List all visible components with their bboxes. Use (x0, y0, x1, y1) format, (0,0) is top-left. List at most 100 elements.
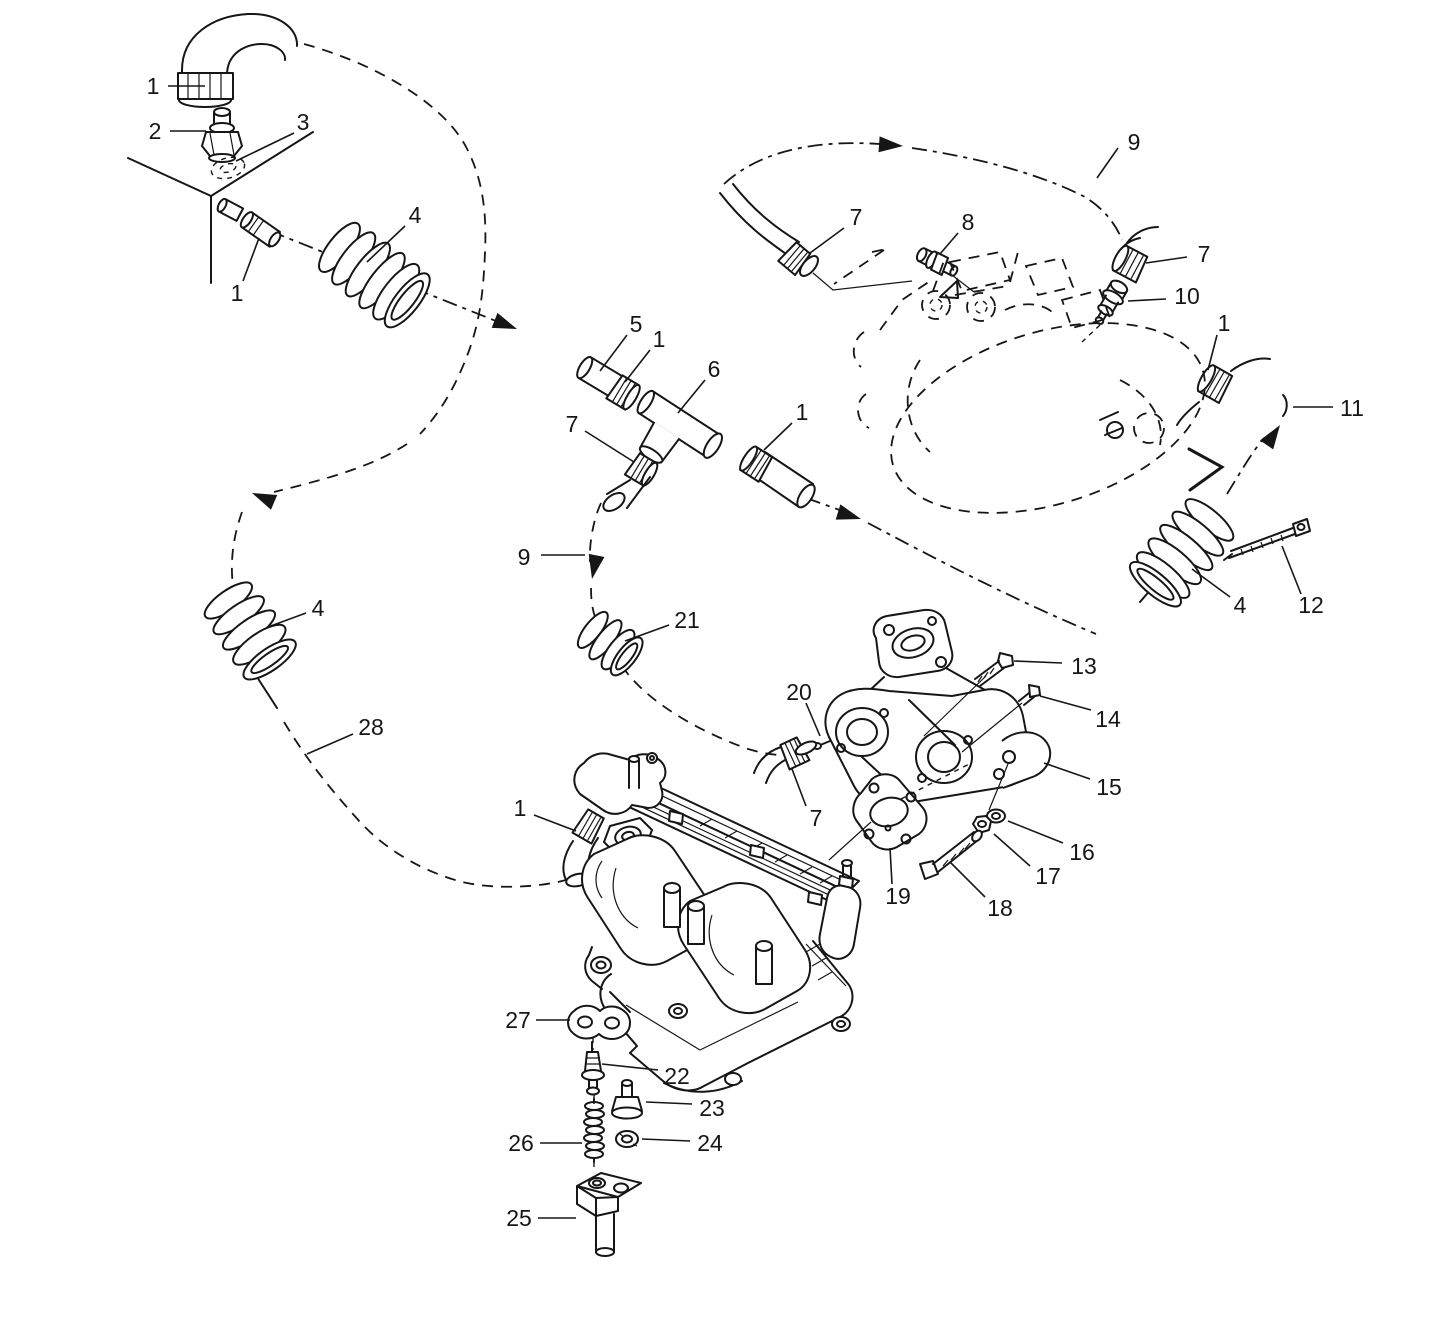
corrugated-fitting-21 (576, 610, 644, 677)
callout-label: 8 (962, 209, 975, 235)
callout-label: 16 (1069, 839, 1095, 865)
fitting-7-right (1111, 244, 1149, 284)
callout-label: 5 (630, 311, 643, 337)
callout-leader (641, 1138, 691, 1142)
callout-leader (267, 612, 307, 628)
callout-leader (306, 733, 354, 755)
hose-clamp (623, 452, 659, 487)
flow-arrow (588, 553, 605, 579)
small-spacer (216, 197, 245, 222)
callout-label: 12 (1298, 592, 1324, 618)
flow-arrow (878, 136, 903, 153)
fitting-25 (576, 1172, 642, 1257)
callout-label: 24 (697, 1130, 723, 1156)
valve-23 (611, 1079, 643, 1120)
callout-label: 1 (653, 326, 666, 352)
callout-leader (624, 624, 670, 642)
flow-arrow (252, 493, 278, 510)
callout-leader (599, 334, 628, 372)
callout-label: 1 (147, 73, 160, 99)
nut-17 (972, 763, 1009, 834)
callout-label: 22 (664, 1063, 690, 1089)
callout-label: 7 (1198, 241, 1211, 267)
callout-label: 2 (149, 118, 162, 144)
callout-leader (601, 1063, 659, 1071)
cable-tie-12 (1223, 518, 1311, 561)
callout-leader (584, 430, 635, 463)
callout-leader (1013, 660, 1063, 664)
fitting-8 (915, 247, 959, 277)
engine-dashed-outline (833, 248, 1206, 514)
plunger-22 (581, 1041, 605, 1096)
callout-label: 19 (885, 883, 911, 909)
callout-leader (1096, 147, 1119, 179)
callout-leader (366, 225, 406, 263)
screw-14 (961, 684, 1041, 753)
flow-arrow (491, 312, 517, 329)
hose-clamp (605, 374, 641, 411)
callout-label: 23 (699, 1095, 725, 1121)
callout-label: 20 (786, 679, 812, 705)
flow-arrows (252, 136, 1280, 579)
callout-label: 9 (518, 544, 531, 570)
corrugated-hose-left (203, 581, 297, 681)
hose-piece-1-middle (739, 445, 816, 509)
callout-leader (533, 814, 577, 832)
callout-leader (1127, 298, 1167, 302)
callout-label: 7 (810, 805, 823, 831)
callout-label: 1 (514, 795, 527, 821)
small-gasket-27 (567, 1004, 631, 1040)
flow-arrow (1259, 425, 1280, 450)
callout-label: 1 (1218, 310, 1231, 336)
bolt-18 (919, 829, 983, 880)
callout-label: 4 (312, 595, 325, 621)
spring-26 (583, 1098, 605, 1163)
hose-clamp-right (1176, 357, 1271, 492)
callout-leader (809, 227, 845, 254)
callout-leader (949, 861, 986, 898)
corrugated-hose-right (1128, 498, 1235, 608)
fitting-10 (1094, 279, 1129, 325)
callout-leader (889, 847, 893, 885)
callout-label: 6 (708, 356, 721, 382)
callout-label: 21 (674, 607, 700, 633)
callout-leader (1207, 334, 1218, 371)
tank-fitting (201, 107, 243, 163)
callout-leader (677, 379, 706, 414)
callout-label: 7 (850, 204, 863, 230)
callout-label: 17 (1035, 863, 1061, 889)
hose-stub-7 (602, 476, 651, 512)
tank-outlet-fitting (239, 211, 282, 248)
callout-leader (1281, 545, 1302, 595)
manifold-inlet-hose (753, 736, 818, 784)
callout-leader (235, 132, 295, 162)
callout-leader (1007, 820, 1064, 844)
washer-24 (615, 1130, 639, 1148)
callout-leader (1043, 762, 1091, 780)
callout-label: 1 (231, 280, 244, 306)
callout-leader (939, 232, 959, 255)
callout-label: 3 (297, 109, 310, 135)
callout-leader (1145, 256, 1188, 264)
flow-arrow (835, 504, 861, 520)
callout-leader (645, 1101, 693, 1105)
hose-routing-lines (230, 43, 1288, 888)
callout-label: 26 (508, 1130, 534, 1156)
tank-vent-hose (177, 12, 299, 108)
callout-leader (1039, 695, 1092, 711)
callout-label: 18 (987, 895, 1013, 921)
callout-label: 7 (566, 411, 579, 437)
callout-label: 25 (506, 1205, 532, 1231)
callout-leader (805, 702, 821, 737)
callout-leader (993, 833, 1031, 867)
hose-7-top (719, 183, 913, 291)
callout-label: 15 (1096, 774, 1122, 800)
callout-label: 1 (796, 399, 809, 425)
callout-leader (624, 349, 651, 383)
bolt-13 (923, 652, 1014, 737)
t-fitting-6 (636, 389, 724, 464)
callout-label: 10 (1174, 283, 1200, 309)
